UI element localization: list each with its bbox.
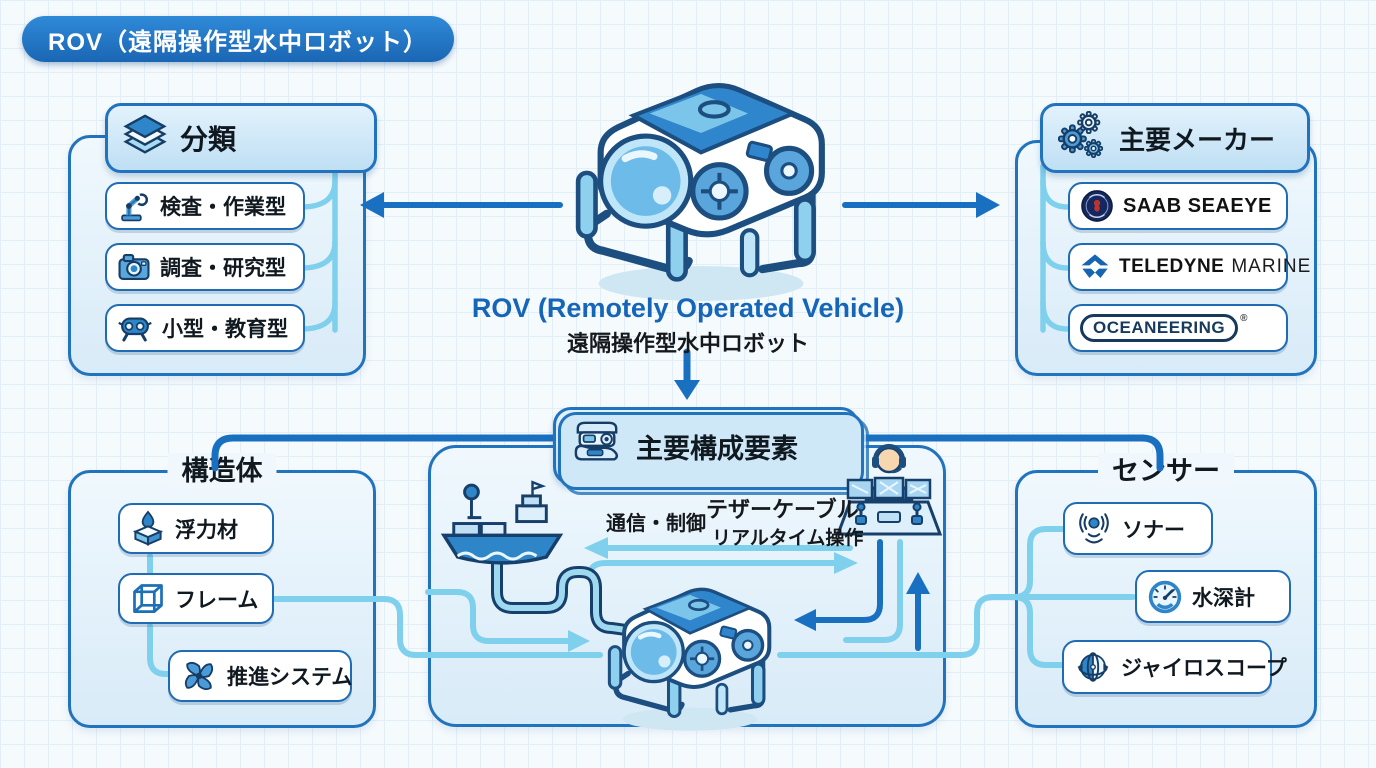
manufacturer-item-teledyne-marine: TELEDYNE MARINE xyxy=(1068,243,1310,291)
components-header: 主要構成要素 xyxy=(553,407,859,485)
structure-item-propulsion: 推進システム xyxy=(168,650,352,702)
gyroscope-icon xyxy=(1074,648,1112,686)
classification-header: 分類 xyxy=(105,103,377,173)
sensor-item-label: 水深計 xyxy=(1192,586,1255,610)
camera-icon xyxy=(117,250,151,284)
mini-rov-icon xyxy=(117,311,153,345)
classification-header-label: 分類 xyxy=(180,124,237,155)
mini-rov-icon xyxy=(570,419,624,474)
manufacturers-header: 主要メーカー xyxy=(1040,103,1310,173)
robot-arm-icon xyxy=(117,189,151,223)
manufacturer-label-bold: TELEDYNE xyxy=(1119,256,1225,277)
layers-icon xyxy=(122,112,168,165)
structure-item-buoyancy: 浮力材 xyxy=(118,503,274,554)
manufacturer-label: SAAB SEAEYE xyxy=(1123,194,1272,217)
classification-item-label: 小型・教育型 xyxy=(162,318,288,341)
rov-subtitle: 遠隔操作型水中ロボット xyxy=(566,331,809,356)
manufacturer-label: OCEANEERING xyxy=(1080,314,1239,342)
realtime-operation-label: リアルタイム操作 xyxy=(712,528,864,549)
structure-item-label: 推進システム xyxy=(227,666,353,689)
oceaneering-logo: OCEANEERING ® xyxy=(1080,314,1247,342)
manufacturer-item-oceaneering: OCEANEERING ® xyxy=(1068,304,1288,352)
manufacturer-item-saab-seaeye: SAAB SEAEYE xyxy=(1068,182,1288,230)
classification-item-research: 調査・研究型 xyxy=(105,243,305,291)
tether-cable-label: テザーケーブル xyxy=(706,497,859,522)
classification-item-educational: 小型・教育型 xyxy=(105,304,305,352)
sensors-title: センサー xyxy=(1098,453,1234,489)
rov-illustration xyxy=(545,50,857,306)
sonar-icon xyxy=(1075,511,1113,547)
teledyne-logo xyxy=(1080,254,1110,280)
structure-item-label: 浮力材 xyxy=(175,518,238,542)
structure-item-label: フレーム xyxy=(175,588,259,612)
classification-item-inspection: 検査・作業型 xyxy=(105,182,305,230)
rov-small-illustration xyxy=(584,566,796,734)
saab-seaeye-logo xyxy=(1080,189,1114,223)
manufacturers-header-label: 主要メーカー xyxy=(1119,124,1276,155)
sensor-item-label: ソナー xyxy=(1122,518,1185,542)
sensor-item-label: ジャイロスコープ xyxy=(1121,657,1287,680)
rov-title: ROV (Remotely Operated Vehicle) xyxy=(471,293,905,323)
frame-icon xyxy=(130,581,166,617)
sensor-item-sonar: ソナー xyxy=(1063,502,1213,555)
buoyancy-icon xyxy=(130,510,166,548)
manufacturer-label-regular: MARINE xyxy=(1231,256,1312,277)
registered-mark: ® xyxy=(1240,313,1248,324)
sensor-item-gyroscope: ジャイロスコープ xyxy=(1062,640,1287,694)
depth-gauge-icon xyxy=(1147,579,1183,615)
communication-label: 通信・制御 xyxy=(606,513,706,535)
gears-icon xyxy=(1057,110,1107,167)
classification-item-label: 調査・研究型 xyxy=(160,257,286,280)
classification-item-label: 検査・作業型 xyxy=(160,196,286,219)
propeller-icon xyxy=(180,657,218,695)
structure-item-frame: フレーム xyxy=(118,573,274,624)
components-header-label: 主要構成要素 xyxy=(636,433,798,464)
structure-title: 構造体 xyxy=(167,453,277,489)
support-ship-illustration xyxy=(440,480,564,565)
title-badge: ROV（遠隔操作型水中ロボット） xyxy=(22,16,455,62)
sensor-item-depth-gauge: 水深計 xyxy=(1135,570,1291,623)
